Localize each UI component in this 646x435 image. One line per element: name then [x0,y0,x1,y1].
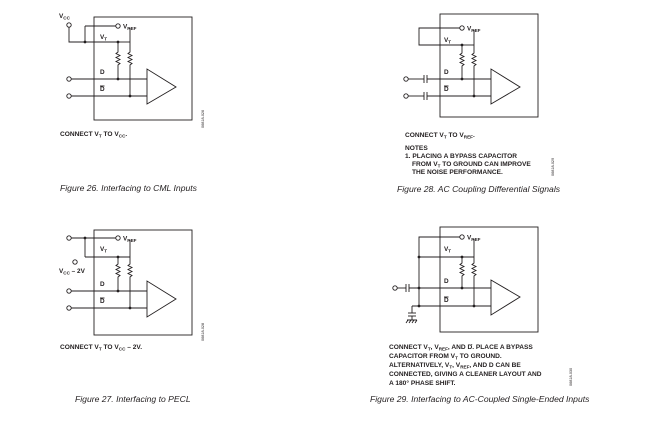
dbar-pin [403,93,409,99]
figure-code: 06818-028 [201,323,205,341]
vref-loop [418,27,462,46]
junction [417,255,421,259]
figure-28-ac-coupling-differential: VREF VT D D CONNECT VT TO VREF. NOTES 1.… [397,13,561,194]
junction [83,40,87,44]
input-buffer [490,279,521,316]
input-buffer [146,280,177,318]
device-box [93,16,193,121]
junction [116,289,120,293]
vref-label: VREF [123,24,137,32]
termination-resistor [458,45,466,79]
figure-27-pecl: VREF VT VCC – 2V D D CONNECT VT TO VCC –… [59,229,205,404]
d-label: D [100,69,105,76]
connection-note: CAPACITOR FROM VT TO GROUND. [389,353,502,361]
termination-resistor [114,42,122,79]
dbar-label: D [100,298,105,305]
termination-resistor [458,257,466,288]
d-label: D [444,69,449,76]
connection-note: CONNECT VT, VREF, AND D. PLACE A BYPASS [389,344,533,352]
vref-pin [459,25,465,31]
junction [128,306,132,310]
junction [116,77,120,81]
vref-label: VREF [123,236,137,244]
ground-symbol [405,319,418,324]
junction [116,40,120,44]
figure-29-ac-coupled-single-ended: VREF VT D D CONNECT VT, VREF, AND D. PLA… [370,226,590,404]
connection-note: CONNECT VT TO VREF. [405,132,475,140]
vref-label: VREF [467,26,481,34]
connection-note: CONNECT VT TO VCC. [60,131,127,139]
dbar-label: D [100,86,105,93]
termination-resistor [470,30,478,96]
junction [83,236,87,240]
junction [128,94,132,98]
d-pin [66,76,72,82]
device-box [439,13,539,118]
vref-pin [115,235,121,241]
dbar-pin [66,93,72,99]
connection-note: A 180° PHASE SHIFT. [389,379,456,387]
vcc-2v-label: VCC – 2V [59,268,86,276]
notes-line: FROM VT TO GROUND CAN IMPROVE [412,161,531,169]
vref-wire [418,236,460,288]
termination-resistor [126,28,134,96]
device-box [439,226,539,333]
vt-label: VT [100,34,107,42]
figure-26-cml-inputs: VCC VREF VT D D CONNECT VT TO VCC. 06818… [59,13,205,193]
junction [472,94,476,98]
connection-note: CONNECT VT TO VCC – 2V. [60,344,142,352]
notes-title: NOTES [405,145,428,152]
vref-pin [115,23,121,29]
d-label: D [100,281,105,288]
vt-label: VT [100,246,107,254]
input-buffer [490,68,521,105]
figure-caption: Figure 26. Interfacing to CML Inputs [60,183,198,193]
figure-caption: Figure 29. Interfacing to AC-Coupled Sin… [370,394,590,404]
figure-code: 06818-030 [569,368,573,386]
termination-resistor [114,257,122,291]
vcc-pin [66,22,72,28]
junction [417,304,421,308]
notes-line: THE NOISE PERFORMANCE. [412,169,503,176]
junction [460,286,464,290]
vt-label: VT [444,37,451,45]
d-pin [392,285,398,291]
vcc-label: VCC [59,13,71,21]
d-pin [66,288,72,294]
connection-note: ALTERNATIVELY, VT, VREF, AND D CAN BE [389,362,521,370]
junction [417,286,421,290]
junction [460,77,464,81]
notes-line: 1. PLACING A BYPASS CAPACITOR [405,153,517,160]
dbar-label: D [444,86,449,93]
dbar-pin [66,305,72,311]
dbar-label: D [444,297,449,304]
vref-label: VREF [467,235,481,243]
vt-label: VT [444,246,451,254]
figure-caption: Figure 28. AC Coupling Differential Sign… [397,184,561,194]
vref-pin [459,234,465,240]
termination-resistor [126,240,134,308]
d-pin [403,76,409,82]
termination-resistor [470,239,478,306]
vt-input-pin [66,235,72,241]
connection-note: CONNECTED, GIVING A CLEANER LAYOUT AND [389,371,542,378]
input-buffer [146,68,177,105]
junction [472,304,476,308]
device-box [93,229,193,336]
figure-caption: Figure 27. Interfacing to PECL [75,394,191,404]
vcc-wire [68,27,118,43]
figure-code: 06818-026 [201,110,205,128]
d-label: D [444,278,449,285]
vcc-2v-pin [72,259,78,265]
figure-code: 06818-029 [551,158,555,176]
